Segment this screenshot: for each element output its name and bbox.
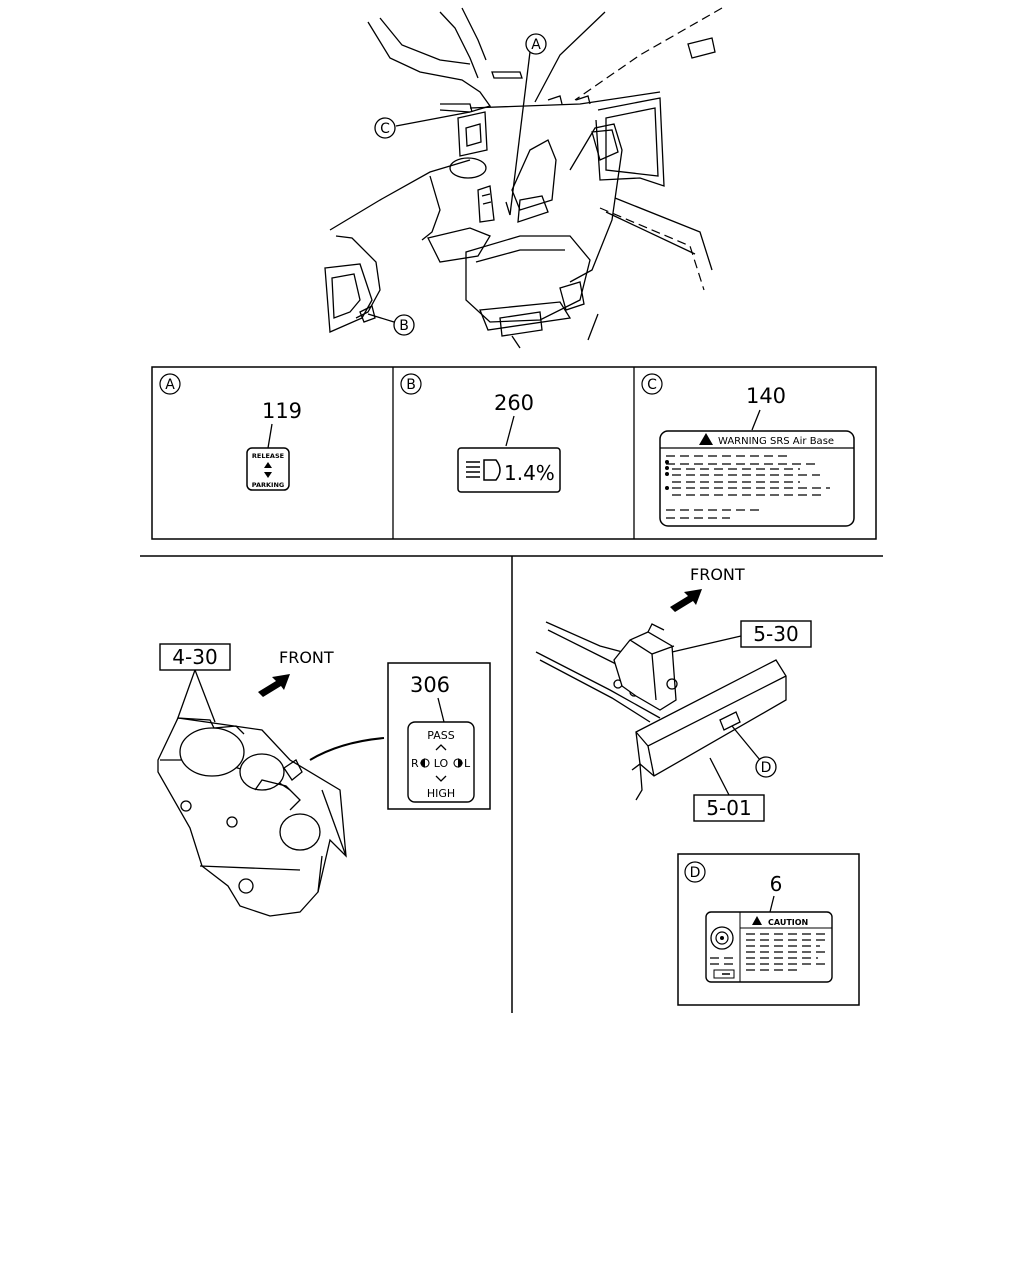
- high-text: HIGH: [427, 787, 455, 800]
- panel-a: A 119 RELEASE PARKING: [159, 373, 302, 491]
- panel-d-letter: D: [690, 865, 701, 881]
- headlamp-icon: [466, 459, 501, 481]
- part-ref-5-30-box: [740, 620, 812, 648]
- caution-triangle-icon: [752, 916, 762, 925]
- panel-a-part-number: 119: [262, 399, 302, 423]
- dimmer-switch-label: [407, 721, 475, 803]
- callout-c: C: [374, 111, 471, 139]
- panel-b-part-number: 260: [494, 391, 534, 415]
- pass-text: PASS: [427, 729, 454, 742]
- headlamp-leveling-label: [457, 447, 561, 493]
- right-section: FRONT 5-30 5-01: [535, 565, 812, 822]
- callout-a-letter: A: [531, 37, 541, 53]
- release-text: RELEASE: [252, 452, 284, 460]
- part-ref-4-30-box: [159, 643, 231, 671]
- panel-b: B 260 1.4%: [400, 373, 561, 493]
- caution-body-text: [710, 933, 826, 979]
- callout-c-letter: C: [380, 121, 390, 137]
- front-arrow-icon-left: [258, 674, 290, 697]
- panel-d: D 6 CAUTION: [677, 853, 860, 1006]
- warning-triangle-icon: [699, 433, 713, 445]
- l-text: L: [464, 757, 471, 770]
- panel-a-letter: A: [165, 377, 175, 393]
- panel-c: C 140 WARNING SRS Air Base: [641, 373, 855, 527]
- up-chevron-icon: [435, 744, 447, 751]
- caution-dial-icon: [710, 926, 734, 950]
- cab-interior-illustration: [324, 7, 723, 349]
- label-306-number: 306: [410, 673, 450, 697]
- srs-warning-label: [659, 430, 855, 527]
- caution-label: [705, 911, 833, 983]
- headlamp-angle-value: 1.4%: [504, 461, 555, 485]
- srs-warning-body-text: [665, 455, 830, 519]
- part-ref-5-30: 5-30: [753, 622, 798, 646]
- panel-c-part-number: 140: [746, 384, 786, 408]
- front-arrow-icon-right: [670, 589, 702, 612]
- right-triangle-icon: [458, 758, 463, 768]
- front-label-left: FRONT: [279, 648, 334, 667]
- callout-a: A: [505, 33, 547, 216]
- front-label-right: FRONT: [690, 565, 745, 584]
- srs-warning-title: WARNING SRS Air Base: [718, 436, 834, 447]
- down-chevron-icon: [435, 775, 447, 782]
- panel-b-letter: B: [406, 377, 416, 393]
- up-arrow-icon: [264, 462, 272, 468]
- caution-title: CAUTION: [768, 918, 808, 927]
- callout-d-right: D: [761, 760, 772, 776]
- callout-b-letter: B: [399, 318, 409, 334]
- column-switch-illustration: [157, 717, 385, 917]
- release-parking-label: [246, 447, 290, 491]
- panel-d-part-number: 6: [770, 872, 783, 896]
- label-panels-row: [151, 366, 877, 540]
- down-arrow-icon: [264, 472, 272, 478]
- part-ref-5-01: 5-01: [706, 796, 751, 820]
- part-ref-5-01-box: [693, 794, 765, 822]
- part-ref-4-30: 4-30: [172, 645, 217, 669]
- callout-b: B: [367, 313, 415, 336]
- r-text: R: [411, 757, 419, 770]
- panel-c-letter: C: [647, 377, 657, 393]
- left-section: 4-30 FRONT 306 PASS R: [157, 643, 491, 917]
- lo-text: LO: [434, 757, 449, 770]
- frame-illustration: [535, 621, 787, 801]
- parking-text: PARKING: [252, 481, 284, 489]
- left-triangle-icon: [420, 758, 425, 768]
